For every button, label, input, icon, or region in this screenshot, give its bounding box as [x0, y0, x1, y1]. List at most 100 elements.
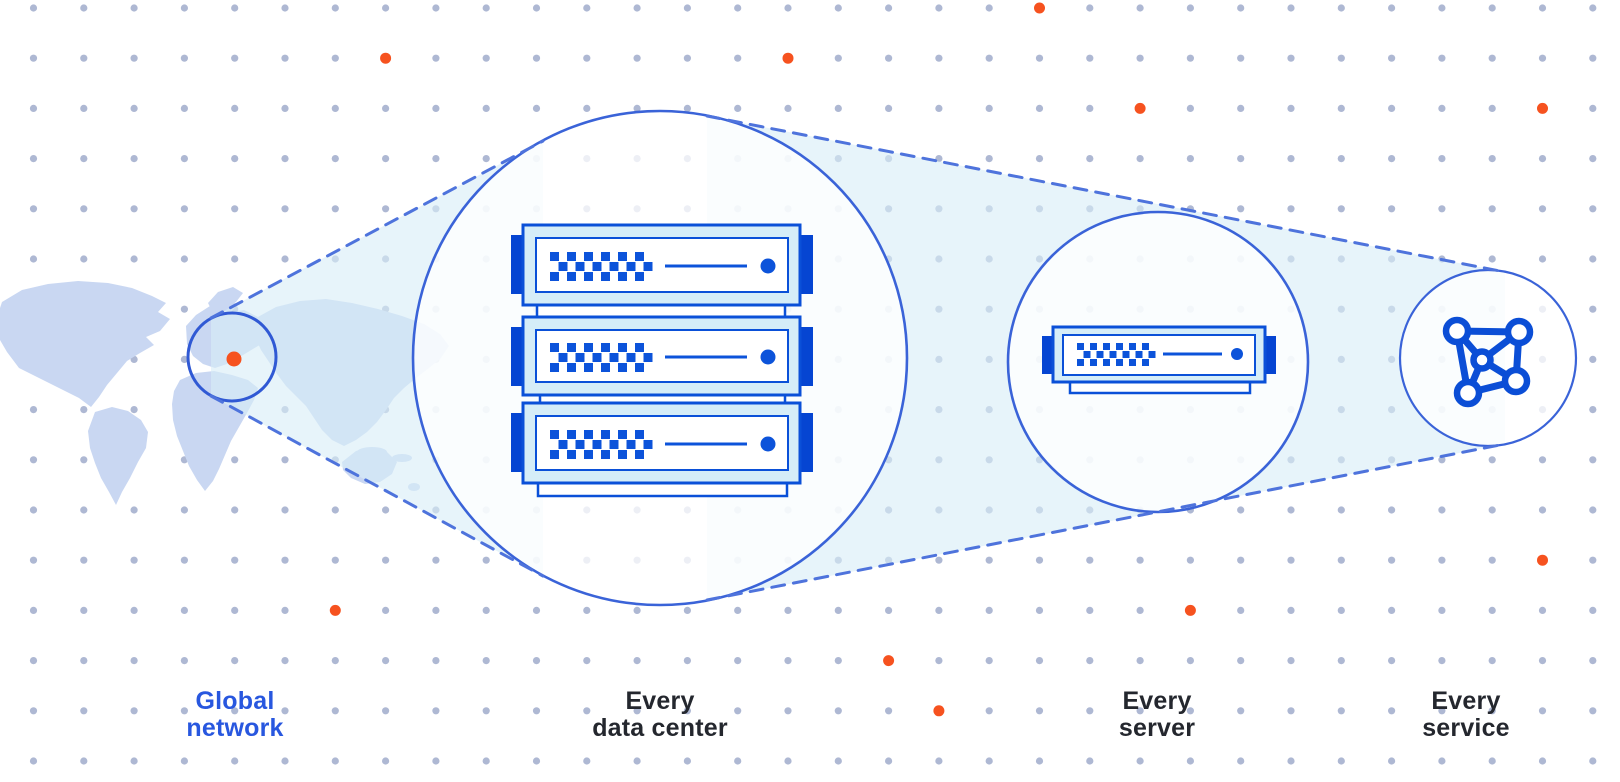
- grid-dot: [885, 54, 893, 62]
- matrix-square: [1103, 359, 1110, 366]
- grid-dot: [1035, 155, 1044, 163]
- matrix-square: [601, 450, 610, 459]
- grid-dot: [130, 757, 138, 765]
- grid-dot: [734, 54, 742, 62]
- grid-dot: [1035, 54, 1044, 62]
- grid-dot: [1186, 657, 1194, 665]
- grid-dot: [1287, 556, 1295, 564]
- matrix-square: [567, 450, 576, 459]
- grid-dot: [331, 155, 339, 163]
- grid-dot: [935, 54, 943, 62]
- grid-dot: [1337, 506, 1345, 514]
- grid-dot: [80, 406, 88, 414]
- server-led: [760, 349, 776, 365]
- grid-dot: [1086, 556, 1094, 564]
- grid-dot: [1538, 255, 1547, 263]
- map-scandinavia: [208, 287, 243, 311]
- grid-dot: [29, 556, 38, 564]
- grid-dot: [1538, 606, 1547, 615]
- grid-dot: [935, 657, 943, 665]
- grid-dot: [935, 606, 943, 615]
- grid-dot: [985, 707, 993, 715]
- server-led: [1231, 348, 1243, 360]
- grid-dot: [532, 707, 541, 715]
- grid-dot: [1589, 707, 1597, 715]
- grid-dot: [1589, 4, 1597, 12]
- grid-dot: [1438, 506, 1446, 514]
- grid-dot: [1035, 104, 1044, 112]
- grid-dot: [281, 606, 289, 615]
- grid-dot: [583, 657, 591, 665]
- grid-dot: [281, 104, 289, 112]
- grid-dot: [1287, 4, 1295, 12]
- grid-dot: [231, 606, 239, 615]
- grid-dot: [985, 556, 993, 564]
- matrix-square: [1103, 343, 1110, 350]
- grid-dot: [1388, 556, 1396, 564]
- grid-dot: [1136, 657, 1144, 665]
- grid-dot: [281, 556, 289, 564]
- grid-dot: [130, 205, 138, 213]
- matrix-square: [601, 430, 610, 439]
- grid-dot: [1589, 556, 1597, 564]
- grid-dot: [130, 556, 138, 564]
- grid-dot: [1388, 4, 1396, 12]
- matrix-square: [592, 440, 602, 449]
- grid-dot: [683, 657, 692, 665]
- grid-dot: [1237, 4, 1245, 12]
- grid-dot: [1287, 506, 1295, 514]
- matrix-square: [575, 353, 585, 362]
- grid-dot: [180, 205, 188, 213]
- grid-dot: [1136, 4, 1144, 12]
- grid-dot: [80, 104, 88, 112]
- grid-dot: [130, 606, 138, 615]
- grid-dot: [80, 155, 88, 163]
- grid-dot: [1287, 657, 1295, 665]
- grid-dot: [1237, 657, 1245, 665]
- grid-dot: [1237, 155, 1245, 163]
- grid-dot: [80, 54, 88, 62]
- grid-dot: [1035, 606, 1044, 615]
- grid-dot: [1438, 205, 1446, 213]
- grid-dot: [885, 606, 893, 615]
- caption-line: Every: [1122, 687, 1192, 715]
- grid-dot: [1538, 506, 1547, 514]
- grid-dot: [683, 104, 692, 112]
- grid-dot: [231, 556, 239, 564]
- grid-dot: [80, 707, 88, 715]
- matrix-square: [550, 363, 559, 372]
- grid-dot: [985, 155, 993, 163]
- grid-dot: [482, 657, 490, 665]
- grid-dot: [834, 657, 842, 665]
- grid-dot: [1589, 406, 1597, 414]
- grid-dot: [834, 104, 842, 112]
- grid-dot: [1589, 54, 1597, 62]
- grid-dot: [80, 757, 88, 765]
- server-dot-matrix: [1077, 343, 1156, 366]
- grid-dot: [734, 104, 742, 112]
- grid-dot: [1538, 456, 1547, 464]
- grid-dot: [432, 657, 440, 665]
- grid-dot: [985, 54, 993, 62]
- grid-dot: [784, 707, 792, 715]
- grid-dot: [532, 757, 541, 765]
- grid-dot: [1086, 54, 1094, 62]
- grid-dot: [1488, 4, 1496, 12]
- grid-dot: [331, 4, 339, 12]
- matrix-square: [592, 353, 602, 362]
- grid-dot: [432, 155, 440, 163]
- grid-dot: [1538, 757, 1547, 765]
- grid-dot: [482, 757, 490, 765]
- matrix-square: [1090, 343, 1097, 350]
- matrix-square: [575, 262, 585, 271]
- grid-dot: [281, 506, 289, 514]
- grid-dot: [432, 104, 440, 112]
- caption-every-service: Every service: [1422, 688, 1510, 742]
- grid-dot: [1287, 707, 1295, 715]
- grid-dot: [331, 104, 339, 112]
- matrix-square: [558, 440, 568, 449]
- matrix-square: [1096, 351, 1104, 358]
- grid-dot-accent: [1134, 102, 1146, 114]
- matrix-square: [1129, 343, 1136, 350]
- server-rack-stack: [511, 223, 813, 498]
